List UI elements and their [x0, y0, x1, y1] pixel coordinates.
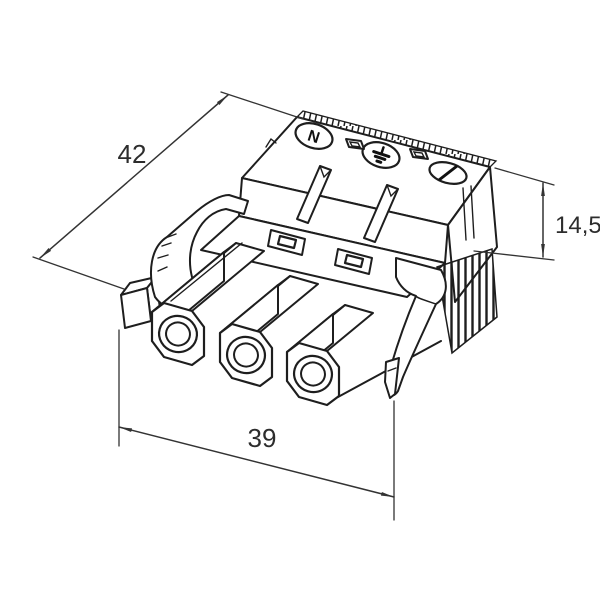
neutral-marking: N: [305, 128, 321, 148]
coding-fins: [296, 165, 399, 243]
strain-relief-teeth: [436, 247, 498, 355]
dimension-depth-label: 42: [118, 139, 147, 169]
coding-windows: [267, 229, 373, 275]
edge-notch: [265, 137, 277, 148]
dimension-height-label: 14,5: [555, 212, 600, 239]
socket-3-hole: [300, 361, 326, 387]
right-latch: [384, 257, 447, 399]
socket-2: [218, 275, 319, 388]
terminal-screws: N: [294, 122, 468, 185]
line-screw: [428, 161, 468, 185]
socket-3: [285, 304, 374, 407]
earth-screw: [361, 141, 401, 169]
socket-2-hole: [233, 342, 259, 368]
neutral-screw: N: [294, 122, 334, 150]
dimension-depth: 42: [32, 91, 304, 290]
dimension-height: 14,5: [473, 167, 600, 261]
socket-1: [150, 242, 265, 367]
test-slots: [345, 138, 429, 160]
right-rim: [462, 185, 475, 241]
dimension-width-label: 39: [248, 423, 277, 453]
earth-marking-icon: [372, 146, 391, 164]
socket-1-hole: [165, 321, 191, 347]
dimension-width: 39: [118, 329, 395, 521]
connector-body: N: [120, 110, 498, 407]
slotted-screw-icon: [438, 164, 458, 182]
